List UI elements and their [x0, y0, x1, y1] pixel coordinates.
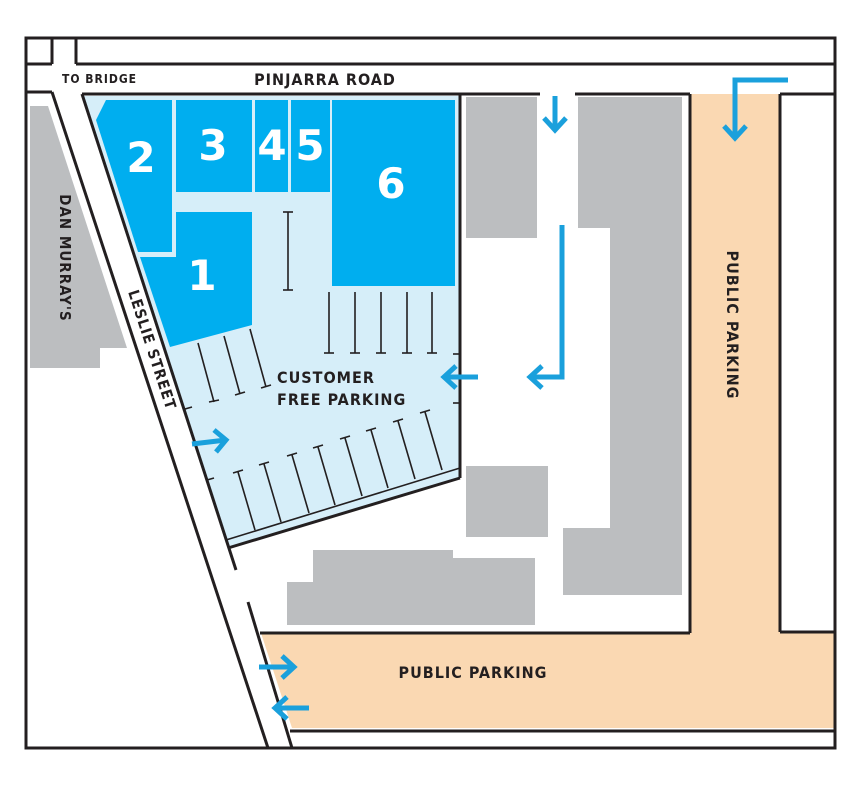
- public-parking-right-label: PUBLIC PARKING: [723, 251, 742, 400]
- lot-1: [140, 212, 252, 347]
- lot-1-label: 1: [187, 251, 216, 300]
- building: [563, 97, 682, 595]
- lot-5-label: 5: [295, 121, 324, 170]
- customer-parking-label-1: CUSTOMER: [277, 368, 375, 387]
- arrow-down-icon: [542, 96, 568, 134]
- pinjarra-road-label: PINJARRA ROAD: [254, 70, 396, 89]
- arrow-right-icon: [259, 654, 298, 680]
- building: [466, 97, 537, 238]
- road-lines: [24, 36, 837, 750]
- lot-5: [291, 100, 330, 192]
- arrow-down-icon: [722, 77, 788, 142]
- public-parking-right-area: [690, 94, 780, 634]
- building: [287, 550, 535, 625]
- arrow-left-icon: [271, 695, 309, 721]
- dan-murrays-building: [30, 106, 127, 368]
- arrow-left-icon: [526, 225, 565, 390]
- lot-4-label: 4: [257, 121, 286, 170]
- lot-2-label: 2: [126, 133, 155, 182]
- parking-stall-lines: [184, 211, 461, 541]
- lot-6-label: 6: [376, 159, 405, 208]
- arrow-right-icon: [191, 428, 230, 454]
- building: [466, 466, 548, 537]
- lot-2: [96, 100, 172, 252]
- to-bridge-label: TO BRIDGE: [62, 72, 137, 86]
- lot-6: [332, 100, 455, 286]
- buildings: [30, 97, 682, 625]
- public-parking-bottom-area: [261, 633, 835, 728]
- lot-3-label: 3: [198, 121, 227, 170]
- lot-4: [255, 100, 288, 192]
- lot-3: [176, 100, 252, 192]
- dan-murrays-label: DAN MURRAY'S: [56, 194, 74, 321]
- public-parking-bottom-label: PUBLIC PARKING: [399, 663, 548, 682]
- arrow-left-icon: [440, 364, 478, 390]
- customer-parking-label-2: FREE PARKING: [277, 390, 406, 409]
- traffic-arrows: [191, 77, 788, 721]
